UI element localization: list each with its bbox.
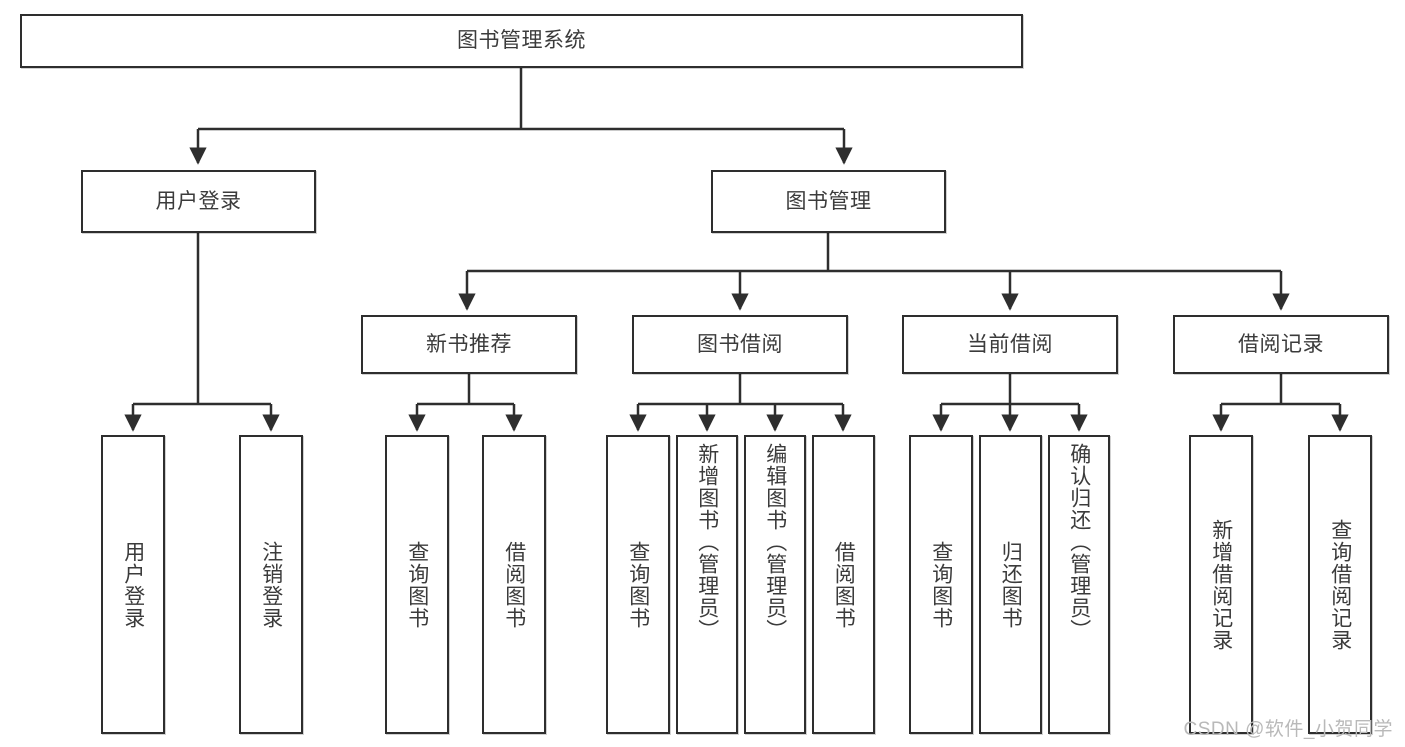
node-label: 借阅图书 bbox=[502, 540, 526, 629]
leaf-query-book-recommend[interactable]: 查询图书 bbox=[385, 435, 449, 734]
leaf-borrow-book-recommend[interactable]: 借阅图书 bbox=[482, 435, 546, 734]
node-label: 归还图书 bbox=[999, 540, 1023, 629]
node-label: 用户登录 bbox=[121, 540, 145, 629]
node-label: 当前借阅 bbox=[967, 332, 1053, 356]
node-label: 图书管理系统 bbox=[457, 29, 586, 53]
leaf-confirm-return-admin[interactable]: 确认归还（管理员） bbox=[1048, 435, 1110, 734]
node-label: 用户登录 bbox=[155, 189, 242, 213]
leaf-edit-book-admin[interactable]: 编辑图书（管理员） bbox=[744, 435, 806, 734]
node-new-book-recommend[interactable]: 新书推荐 bbox=[361, 315, 577, 374]
leaf-add-book-admin[interactable]: 新增图书（管理员） bbox=[676, 435, 738, 734]
node-current-borrow[interactable]: 当前借阅 bbox=[902, 315, 1118, 374]
node-book-management[interactable]: 图书管理 bbox=[711, 170, 946, 233]
node-label: 查询图书 bbox=[405, 540, 429, 629]
watermark: CSDN @软件_小贺同学 bbox=[1183, 719, 1393, 740]
node-label: 查询借阅记录 bbox=[1328, 518, 1352, 651]
node-label: 注销登录 bbox=[259, 540, 283, 629]
leaf-user-login[interactable]: 用户登录 bbox=[101, 435, 165, 734]
node-borrow-record[interactable]: 借阅记录 bbox=[1173, 315, 1389, 374]
leaf-query-book-current[interactable]: 查询图书 bbox=[909, 435, 973, 734]
node-label: 新增借阅记录 bbox=[1209, 518, 1233, 651]
leaf-query-book-borrow[interactable]: 查询图书 bbox=[606, 435, 670, 734]
leaf-query-borrow-record[interactable]: 查询借阅记录 bbox=[1308, 435, 1372, 734]
node-book-borrow[interactable]: 图书借阅 bbox=[632, 315, 848, 374]
node-label: 图书借阅 bbox=[697, 332, 783, 356]
node-label: 借阅图书 bbox=[832, 540, 856, 629]
node-label: 新书推荐 bbox=[426, 332, 512, 356]
node-label: 查询图书 bbox=[929, 540, 953, 629]
leaf-return-book[interactable]: 归还图书 bbox=[979, 435, 1042, 734]
node-label: 图书管理 bbox=[785, 189, 872, 213]
leaf-borrow-book[interactable]: 借阅图书 bbox=[812, 435, 875, 734]
node-label: 查询图书 bbox=[626, 540, 650, 629]
leaf-logout-login[interactable]: 注销登录 bbox=[239, 435, 303, 734]
node-user-login[interactable]: 用户登录 bbox=[81, 170, 316, 233]
node-label: 编辑图书（管理员） bbox=[763, 443, 787, 641]
node-label: 新增图书（管理员） bbox=[695, 443, 719, 641]
leaf-add-borrow-record[interactable]: 新增借阅记录 bbox=[1189, 435, 1253, 734]
node-root-book-management-system[interactable]: 图书管理系统 bbox=[20, 14, 1023, 68]
node-label: 借阅记录 bbox=[1238, 332, 1324, 356]
node-label: 确认归还（管理员） bbox=[1067, 443, 1091, 641]
